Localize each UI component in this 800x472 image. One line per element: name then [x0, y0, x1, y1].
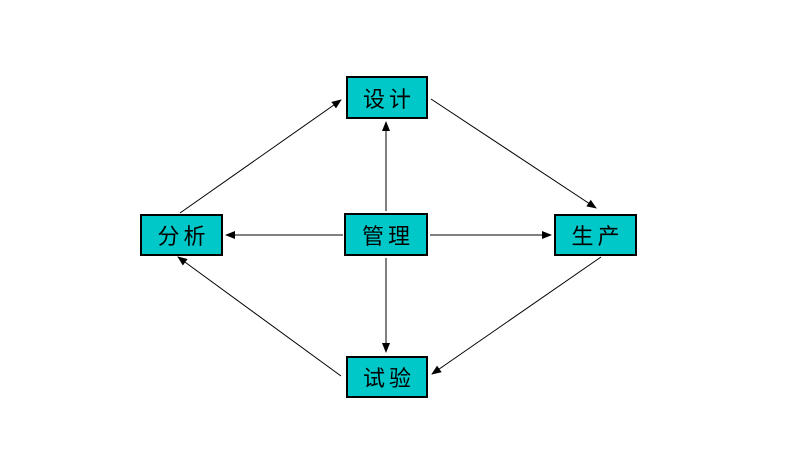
testing-node: 试验: [346, 356, 428, 398]
arrow-testing-to-analysis: [177, 256, 342, 377]
design-label: 设计: [362, 87, 415, 113]
management-label: 管理: [361, 224, 414, 250]
management-node: 管理: [344, 213, 428, 256]
analysis-label: 分析: [157, 225, 210, 250]
arrow-design-to-production: [430, 98, 597, 209]
analysis-node: 分析: [140, 214, 223, 256]
arrow-production-to-testing: [431, 256, 602, 375]
design-node: 设计: [346, 76, 428, 119]
arrow-analysis-to-design: [179, 99, 342, 214]
testing-label: 试验: [362, 367, 415, 392]
production-node: 生产: [554, 214, 637, 256]
production-label: 生产: [571, 225, 624, 250]
